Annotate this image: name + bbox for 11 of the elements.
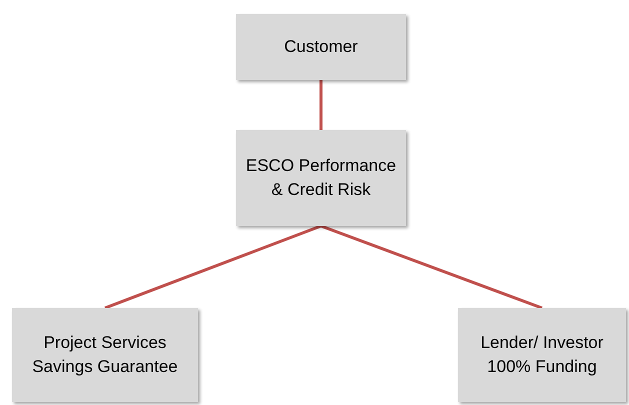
connector-line	[320, 224, 543, 310]
process-box	[236, 14, 406, 80]
connector-line	[104, 224, 322, 310]
process-box	[236, 130, 406, 226]
connector-line	[320, 80, 322, 130]
process-box	[458, 308, 626, 402]
box-label: ESCO Performance & Credit Risk	[244, 155, 398, 201]
box-label: Customer	[284, 36, 358, 58]
box-label: Project Services Savings Guarantee	[31, 332, 179, 378]
box-label: Lender/ Investor 100% Funding	[480, 332, 604, 378]
process-box	[12, 308, 198, 402]
